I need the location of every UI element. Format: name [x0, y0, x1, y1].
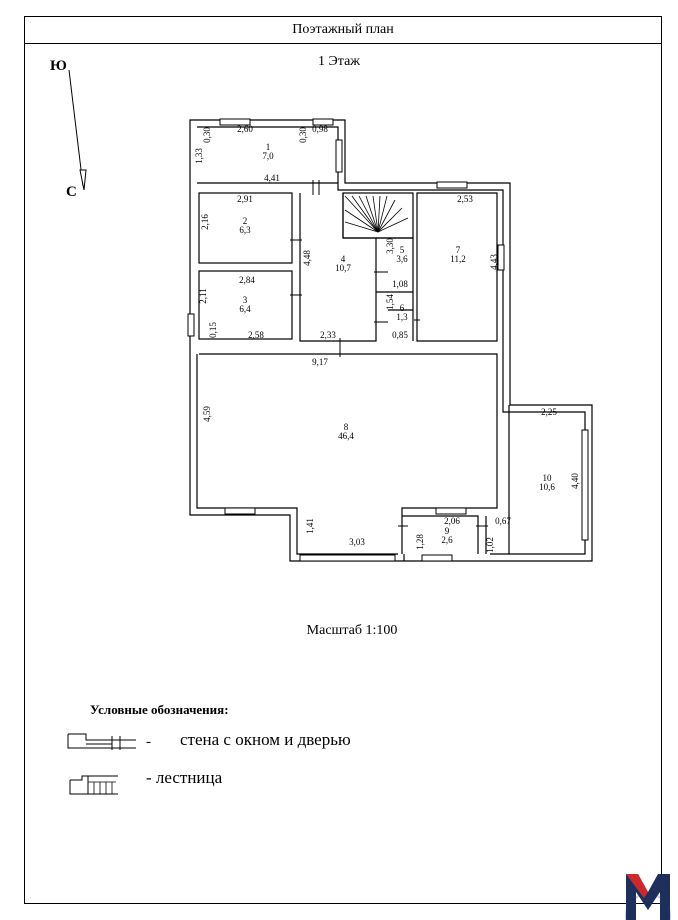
dimension-label: 4,48: [302, 250, 312, 266]
room-area: 6,4: [239, 304, 251, 314]
dimension-label: 2,06: [444, 516, 460, 526]
logo-icon: [625, 874, 671, 920]
room-number: 9: [445, 526, 450, 536]
room-number: 7: [456, 245, 461, 255]
room-number: 1: [266, 142, 271, 152]
room-number: 6: [400, 303, 405, 313]
room-number: 5: [400, 245, 405, 255]
room-area: 7,0: [262, 151, 274, 161]
dimension-label: 0,30: [202, 127, 212, 143]
dimension-label: 4,43: [489, 254, 499, 270]
dimension-label: 2,16: [200, 214, 210, 230]
dimension-label: 9,17: [312, 357, 328, 367]
room-labels: 1 7,0 2 6,3 3 6,4 4 10,7 5 3,6 6 1,3 7 1…: [239, 142, 555, 545]
dimension-label: 2,91: [237, 194, 253, 204]
room-area: 1,3: [396, 312, 408, 322]
compass-south-label: С: [66, 184, 77, 200]
legend-dash: -: [146, 734, 151, 750]
room-number: 2: [243, 216, 248, 226]
dimension-label: 2,25: [541, 407, 557, 417]
room-number: 3: [243, 295, 248, 305]
wall-window-door-symbol: [67, 733, 136, 750]
document-frame: [24, 16, 662, 904]
legend-item-stairs: - лестница: [146, 768, 223, 787]
room-area: 46,4: [338, 431, 354, 441]
dimension-label: 0,98: [312, 124, 328, 134]
dimension-label: 1,02: [485, 537, 495, 553]
room-number: 10: [543, 473, 553, 483]
dimension-label: 2,58: [248, 330, 264, 340]
dimension-label: 1,54: [385, 294, 395, 310]
dimension-label: 4,41: [264, 173, 280, 183]
room-number: 4: [341, 254, 346, 264]
stairs-legend-symbol: [69, 775, 118, 795]
dimension-labels: 2,60 0,30 0,30 0,98 1,33 4,41 2,91 2,16 …: [194, 124, 580, 553]
compass-north-label: Ю: [50, 58, 67, 74]
dimension-label: 4,59: [202, 406, 212, 422]
floor-label: 1 Этаж: [318, 54, 360, 69]
dimension-label: 0,85: [392, 330, 408, 340]
legend-item-wall: стена с окном и дверью: [180, 730, 351, 749]
dimension-label: 2,33: [320, 330, 336, 340]
dimension-label: 2,53: [457, 194, 473, 204]
dimension-label: 1,28: [415, 534, 425, 550]
legend-title: Условные обозначения:: [90, 702, 229, 717]
dimension-label: 1,41: [305, 518, 315, 534]
walls: [189, 119, 593, 562]
room-area: 11,2: [450, 254, 465, 264]
dimension-label: 3,30: [385, 238, 395, 254]
dimension-label: 2,60: [237, 124, 253, 134]
dimension-label: 0,15: [208, 322, 218, 338]
room-area: 3,6: [396, 254, 408, 264]
dimension-label: 0,30: [298, 127, 308, 143]
stairs-symbol: [344, 195, 409, 233]
window-marks: [187, 118, 589, 562]
dimension-label: 3,03: [349, 537, 365, 547]
scale-label: Масштаб 1:100: [306, 623, 398, 638]
room-area: 2,6: [441, 535, 453, 545]
door-marks: [290, 180, 488, 527]
dimension-label: 0,67: [495, 516, 511, 526]
room-area: 6,3: [239, 225, 251, 235]
room-number: 8: [344, 422, 349, 432]
room-area: 10,7: [335, 263, 351, 273]
page-title: Поэтажный план: [24, 16, 662, 44]
dimension-label: 4,40: [570, 473, 580, 489]
dimension-label: 2,84: [239, 275, 255, 285]
dimension-label: 1,08: [392, 279, 408, 289]
room-area: 10,6: [539, 482, 555, 492]
dimension-label: 1,33: [194, 148, 204, 164]
dimension-label: 2,11: [198, 288, 208, 303]
